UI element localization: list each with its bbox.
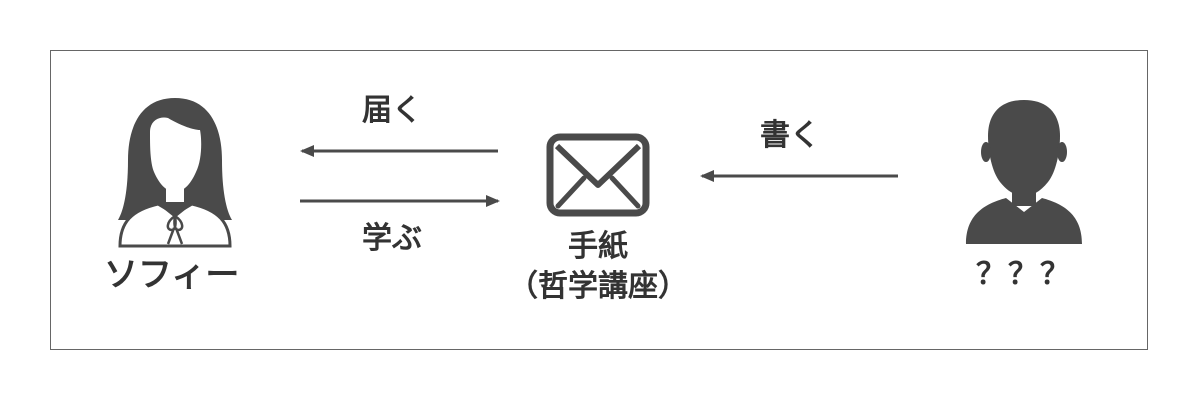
- woman-icon: [118, 98, 232, 248]
- right-person-label: ？？？: [976, 257, 1072, 292]
- man-icon: [966, 100, 1082, 244]
- letter-label-line2: （哲学講座）: [508, 269, 688, 304]
- deliver-label: 届く: [362, 93, 422, 128]
- left-person-label: ソフィー: [104, 255, 240, 295]
- letter-label-line1: 手紙: [568, 229, 628, 264]
- diagram-frame: [50, 50, 1148, 350]
- envelope-icon: [546, 133, 650, 217]
- learn-label: 学ぶ: [362, 221, 422, 256]
- write-label: 書く: [760, 118, 820, 153]
